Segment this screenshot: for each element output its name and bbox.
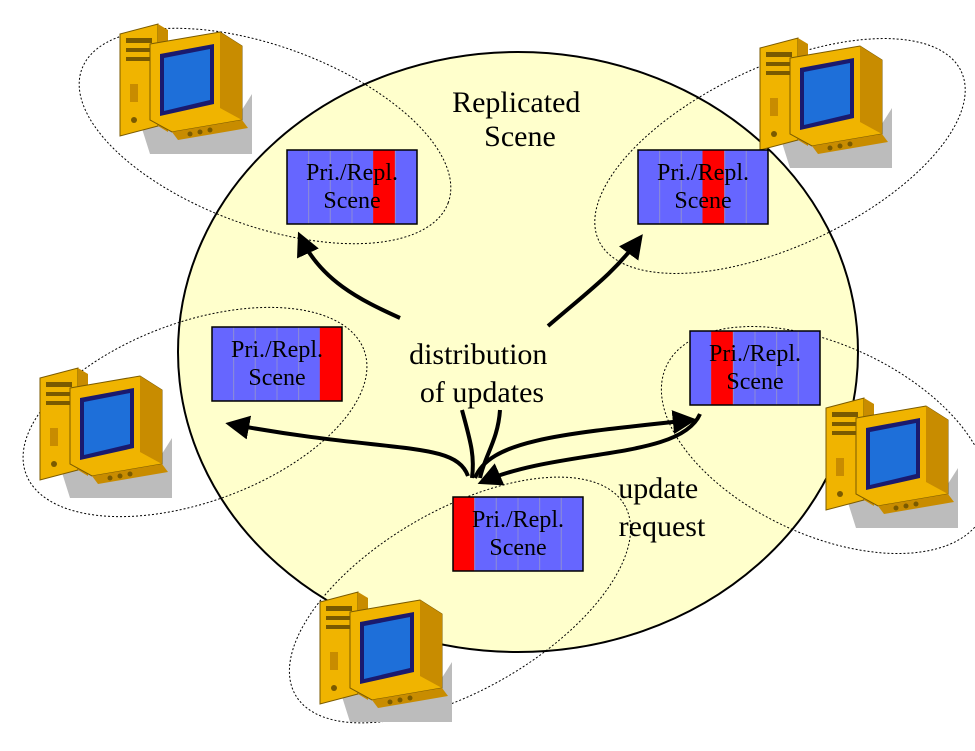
distribution-label-line-2: of updates	[420, 376, 544, 409]
arrow-to-top-left	[297, 231, 401, 320]
scene-block-outline	[211, 326, 343, 402]
grouping-middle-right	[660, 325, 975, 555]
update-request-label: update request	[618, 472, 706, 543]
scene-block-label-line-1: Pri./Repl.	[709, 341, 801, 367]
update-request-label-line-2: request	[619, 510, 706, 543]
scene-block-label-line-1: Pri./Repl.	[657, 160, 749, 186]
scene-block-label: Pri./Repl.Scene	[472, 507, 564, 561]
grouping-top-left	[78, 27, 452, 245]
scene-block-label-line-2: Scene	[674, 188, 731, 214]
grouping-bottom	[288, 476, 632, 724]
arrow-update-request	[477, 413, 702, 486]
replica-slot	[745, 149, 769, 225]
scene-block-label: Pri./Repl.Scene	[231, 337, 323, 391]
scene-block-middle-left: Pri./Repl.Scene	[211, 326, 343, 402]
scene-block-label-line-2: Scene	[489, 535, 546, 561]
scene-block-label: Pri./Repl.Scene	[657, 160, 749, 214]
arrow-to-top-right	[546, 234, 643, 328]
scene-title-line-1: Replicated	[452, 86, 580, 119]
computer-bottom	[319, 591, 453, 723]
scene-block-label: Pri./Repl.Scene	[306, 160, 398, 214]
scene-block-label-line-2: Scene	[323, 188, 380, 214]
computer-top-left	[119, 23, 253, 155]
replica-slot	[560, 496, 584, 572]
distribution-label-line-1: distribution	[409, 338, 547, 371]
scene-block-label: Pri./Repl.Scene	[709, 341, 801, 395]
distribution-label: distribution of updates	[409, 338, 555, 409]
scene-block-label-line-1: Pri./Repl.	[306, 160, 398, 186]
replica-slot	[394, 149, 418, 225]
arrow-to-middle-left	[225, 415, 470, 477]
scene-title: Replicated Scene	[452, 86, 588, 153]
scene-block-outline	[452, 496, 584, 572]
scene-block-label-line-2: Scene	[248, 365, 305, 391]
replica-slot	[797, 330, 821, 406]
computer-middle-right	[825, 397, 959, 529]
arrows	[225, 231, 702, 486]
scene-block-top-right: Pri./Repl.Scene	[637, 149, 769, 225]
scene-block-top-left: Pri./Repl.Scene	[286, 149, 418, 225]
computer-top-right	[759, 37, 893, 169]
scene-block-middle-right: Pri./Repl.Scene	[689, 330, 821, 406]
scene-block-label-line-1: Pri./Repl.	[472, 507, 564, 533]
scene-block-bottom: Pri./Repl.Scene	[452, 496, 584, 572]
scene-block-outline	[637, 149, 769, 225]
scene-block-outline	[286, 149, 418, 225]
scene-block-label-line-1: Pri./Repl.	[231, 337, 323, 363]
computer-middle-left	[39, 367, 173, 499]
scene-block-outline	[689, 330, 821, 406]
grouping-middle-left	[22, 306, 368, 518]
scene-block-label-line-2: Scene	[726, 369, 783, 395]
arrow-center-stem-left	[460, 409, 475, 479]
update-request-label-line-1: update	[618, 472, 698, 505]
scene-title-line-2: Scene	[484, 120, 556, 153]
primary-slot	[319, 326, 343, 402]
